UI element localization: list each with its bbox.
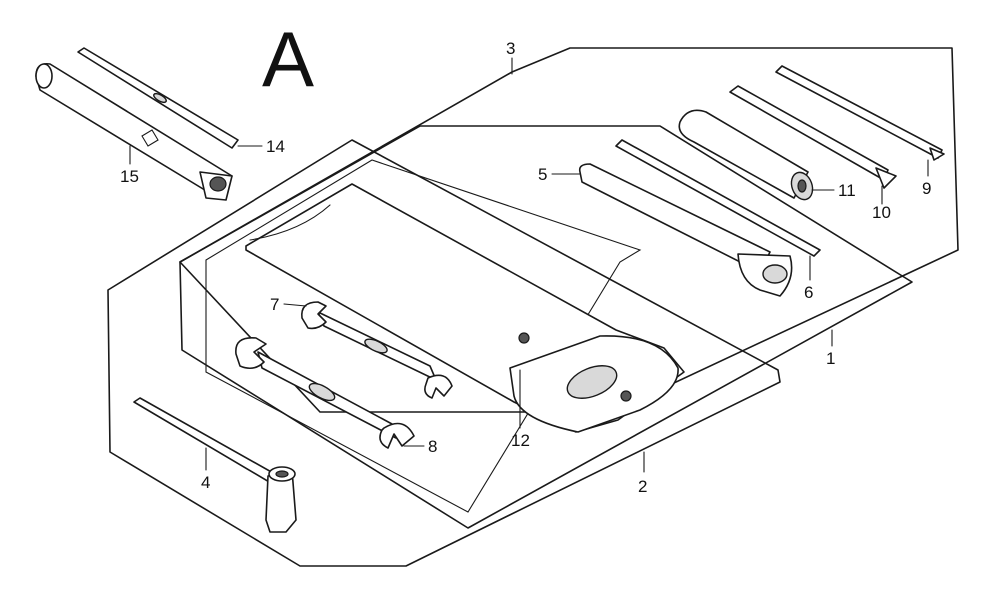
extension-bar-part-15	[35, 62, 233, 201]
callout-15: 15	[120, 167, 139, 186]
wrench-part-7	[301, 301, 453, 399]
callout-8: 8	[428, 437, 437, 456]
callout-5: 5	[538, 165, 547, 184]
callout-3: 3	[506, 39, 515, 58]
callout-7: 7	[270, 295, 279, 314]
callout-2: 2	[638, 477, 647, 496]
section-letter: A	[262, 15, 314, 103]
tray-inner-line	[205, 159, 642, 513]
screwdriver-part-10	[729, 85, 897, 189]
socket-wrench-part-4	[133, 397, 297, 533]
callout-1: 1	[826, 349, 835, 368]
callout-12: 12	[511, 431, 530, 450]
callout-14: 14	[266, 137, 285, 156]
handle-part-11	[678, 109, 814, 201]
wrench-part-8	[235, 337, 415, 449]
rod-part-6	[615, 139, 821, 257]
screwdriver-part-9	[775, 65, 945, 161]
callout-10: 10	[872, 203, 891, 222]
group-outline-1	[179, 125, 913, 529]
leader-lines	[129, 57, 929, 473]
group-outline-2	[107, 139, 781, 567]
tool-roll-part-12	[245, 183, 685, 433]
screwdriver-part-14	[77, 47, 239, 149]
callout-6: 6	[804, 283, 813, 302]
callout-9: 9	[922, 179, 931, 198]
callout-11: 11	[838, 181, 856, 200]
callout-4: 4	[201, 473, 210, 492]
box-wrench-part-5	[578, 163, 793, 297]
